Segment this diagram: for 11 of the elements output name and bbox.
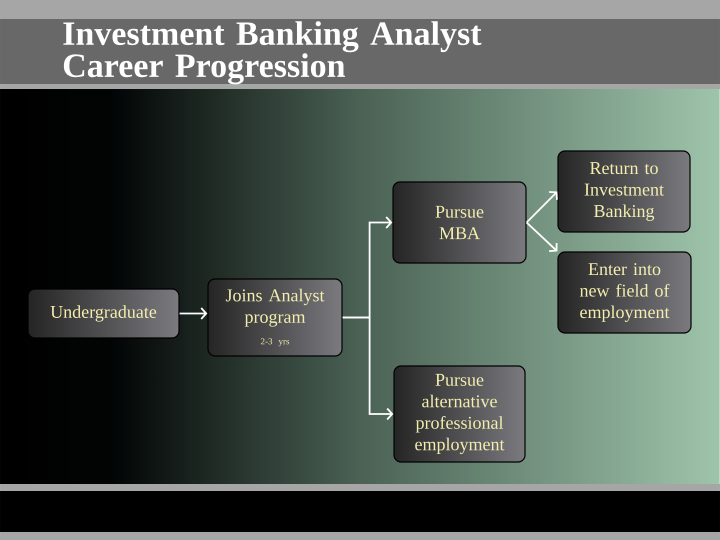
process-box: Joins Analyst program 2-3 yrs	[207, 278, 343, 357]
arrow	[526, 191, 558, 224]
arrow	[526, 222, 558, 252]
arrow	[180, 307, 208, 320]
process-box: Return to Investment Banking	[557, 150, 691, 233]
process-box: Enter into new field of employment	[557, 251, 692, 334]
process-box: Pursue MBA	[392, 181, 527, 264]
process-box: Pursue alternative professional employment	[393, 365, 526, 463]
slide-title: Investment Banking Analyst Career Progression	[63, 21, 482, 84]
process-box: Undergraduate	[27, 288, 180, 339]
arrow	[342, 316, 394, 420]
